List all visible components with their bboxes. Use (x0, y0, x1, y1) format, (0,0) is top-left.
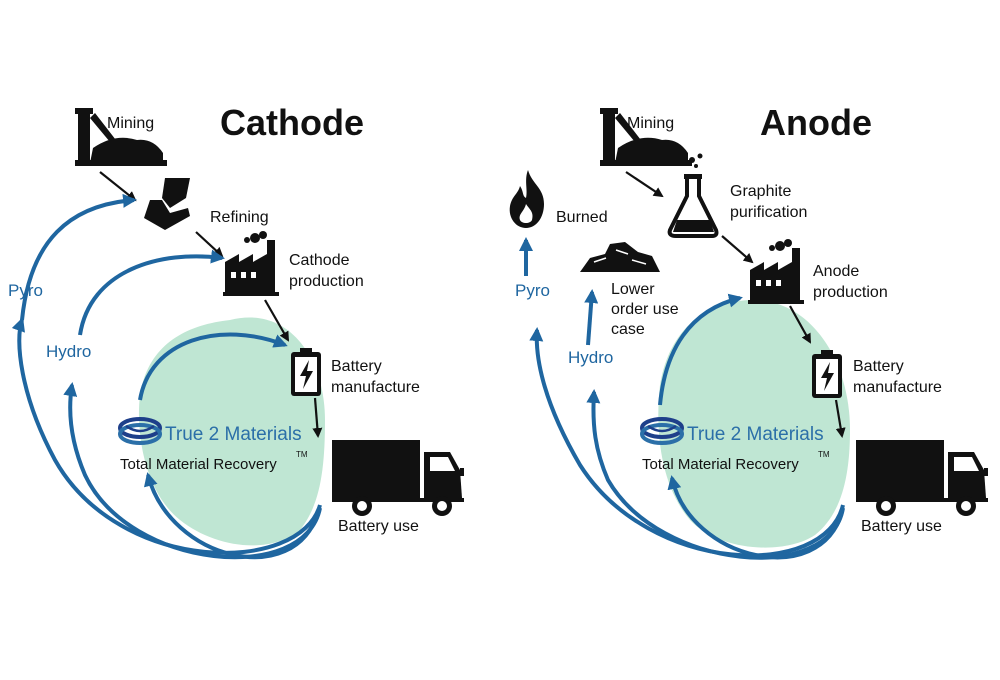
cathode-hydro-return-arrow (63, 382, 322, 560)
battery-icon (291, 348, 321, 396)
cathode-pyro-return-arrow (11, 317, 322, 555)
anode-recovery-area (658, 299, 850, 548)
cathode-title: Cathode (220, 102, 364, 143)
anode-lower-order-line1: Lower (611, 281, 655, 298)
anode-brand-subtitle: Total Material Recovery (642, 456, 799, 473)
mine-icon (75, 108, 167, 166)
anode-purification-line2: purification (730, 204, 807, 221)
flask-icon (667, 153, 719, 238)
anode-brand-name: True 2 Materials (687, 424, 824, 445)
factory-icon (748, 239, 804, 304)
cathode-hydro-label: Hydro (46, 342, 91, 361)
flame-icon (509, 170, 544, 228)
battery-icon (812, 350, 842, 398)
arrow-production-to-battery (264, 299, 289, 342)
cathode-production-line1: Cathode (289, 252, 350, 269)
cathode-mining-label: Mining (107, 115, 154, 132)
rubble-icon (580, 242, 660, 272)
cathode-t2m-to-battery-arrow (138, 332, 288, 401)
anode-t2m-to-production-arrow (658, 293, 743, 406)
cathode-battery-manufacture-line2: manufacture (331, 379, 420, 396)
anode-lower-order-line3: case (611, 321, 645, 338)
truck-icon (856, 440, 988, 516)
anode-battery-manufacture-line2: manufacture (853, 379, 942, 396)
anode-pyro-return-arrow (529, 327, 845, 558)
anode-trademark: TM (818, 450, 830, 459)
anode-hydro-label: Hydro (568, 348, 613, 367)
arrow-battery-to-use (312, 397, 323, 438)
cathode-pyro-to-refining-arrow (20, 193, 137, 321)
cathode-hydro-to-production-arrow (78, 249, 225, 336)
anode-burned-label: Burned (556, 209, 608, 226)
cathode-brand-name: True 2 Materials (165, 424, 302, 445)
anode-battery-manufacture-line1: Battery (853, 358, 904, 375)
cathode-panel: Cathode Mining Refining Cathode (8, 102, 464, 560)
truck-icon (332, 440, 464, 516)
cathode-trademark: TM (296, 450, 308, 459)
anode-panel: Anode Mining Graphite purification Burne… (509, 102, 988, 560)
cathode-brand-subtitle: Total Material Recovery (120, 456, 277, 473)
anode-battery-use-label: Battery use (861, 518, 942, 535)
anode-hydro-to-lowerorder-arrow (584, 289, 599, 346)
arrow-refining-to-production (195, 231, 224, 258)
cathode-production-line2: production (289, 273, 364, 290)
anode-t2m-return-arrow (667, 475, 844, 560)
arrow-mining-to-purification (625, 171, 664, 198)
t2m-logo-icon (118, 417, 162, 445)
arrow-mining-to-refining (99, 171, 137, 202)
crucible-icon (144, 178, 190, 230)
anode-mining-label: Mining (627, 115, 674, 132)
arrow-purification-to-production (721, 235, 754, 264)
mine-icon (600, 108, 692, 166)
cathode-recovery-area (138, 317, 325, 546)
cathode-refining-label: Refining (210, 209, 269, 226)
anode-purification-line1: Graphite (730, 183, 791, 200)
arrow-production-to-battery (789, 305, 811, 344)
anode-production-line2: production (813, 284, 888, 301)
anode-lower-order-line2: order use (611, 301, 679, 318)
cathode-battery-manufacture-line1: Battery (331, 358, 382, 375)
t2m-logo-icon (640, 417, 684, 445)
anode-title: Anode (760, 102, 872, 143)
cathode-t2m-return-arrow (143, 472, 320, 560)
anode-hydro-return-arrow (586, 389, 845, 560)
anode-pyro-label: Pyro (515, 281, 550, 300)
cathode-battery-use-label: Battery use (338, 518, 419, 535)
arrow-battery-to-use (834, 399, 846, 438)
factory-icon (223, 231, 279, 296)
anode-production-line1: Anode (813, 263, 859, 280)
